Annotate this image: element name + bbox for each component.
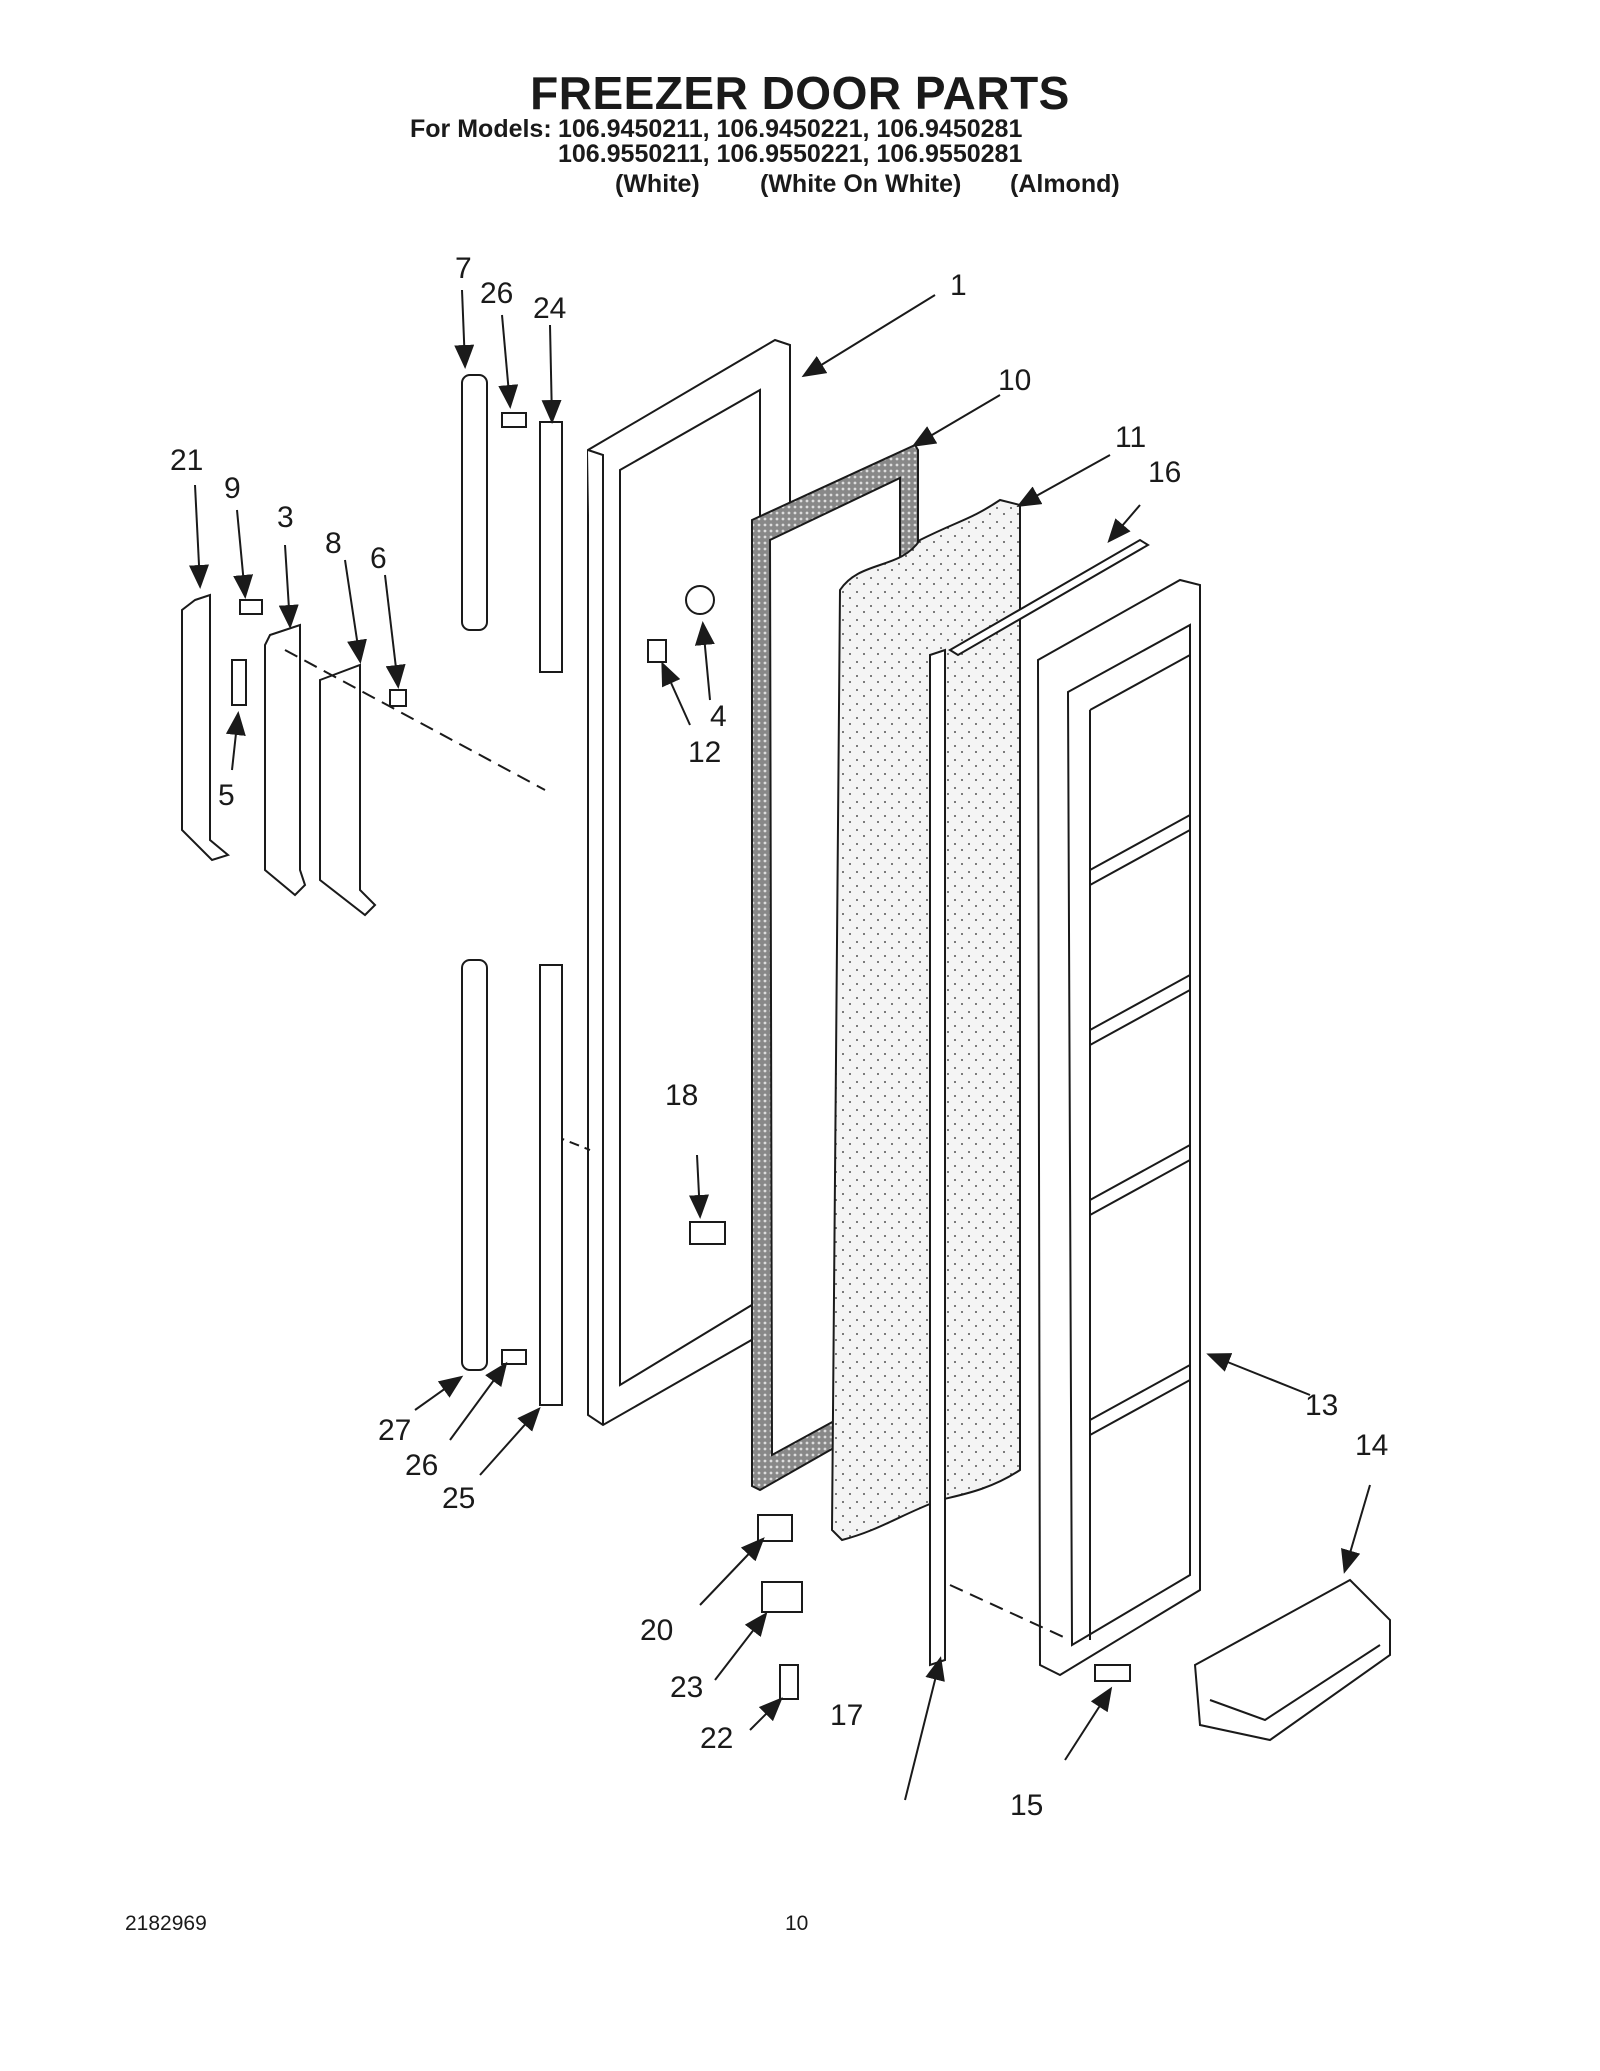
clip-5 (231, 659, 247, 706)
door-liner-trim-top (948, 538, 1150, 657)
callout-4: 4 (710, 700, 727, 733)
callout-23: 21 (170, 444, 203, 477)
plate-6 (389, 689, 407, 707)
callout-22: 23 (670, 1671, 703, 1704)
callout-7: 7 (455, 252, 472, 285)
callout-6: 6 (370, 542, 387, 575)
foam-insulation (830, 498, 1021, 1542)
screw-26-bottom (501, 1349, 527, 1365)
side-rail (929, 648, 946, 1667)
callout-12: 12 (688, 736, 721, 769)
screw-9 (239, 599, 263, 615)
plug-4 (685, 585, 715, 615)
callout-1: 1 (950, 269, 967, 302)
color-almond: (Almond) (1010, 170, 1120, 198)
color-white: (White) (615, 170, 700, 198)
door-bin (1193, 1578, 1391, 1742)
callout-9: 9 (224, 472, 241, 505)
callout-18: 18 (665, 1079, 698, 1112)
screw-15 (1094, 1664, 1131, 1682)
models-row-1: 106.9450211, 106.9450221, 106.9450281 (558, 115, 1023, 143)
hinge-18 (689, 1221, 726, 1245)
handle-23 (181, 593, 231, 862)
document-number: 2182969 (125, 1912, 207, 1935)
bottom-trim-27 (461, 959, 488, 1371)
screw-26-top (501, 412, 527, 428)
models-row-2: 106.9550211, 106.9550221, 106.9550281 (558, 140, 1023, 168)
callout-25: 25 (442, 1482, 475, 1515)
page-number: 10 (785, 1912, 809, 1935)
top-trim-24 (539, 421, 563, 673)
hinge-bracket-22 (761, 1581, 803, 1613)
callout-27: 27 (378, 1414, 411, 1447)
callout-10: 10 (998, 364, 1031, 397)
bottom-trim-25 (539, 964, 563, 1406)
handle-3 (264, 623, 307, 897)
callout-5: 5 (218, 779, 235, 812)
callout-21: 22 (700, 1722, 733, 1755)
callout-3: 3 (277, 501, 294, 534)
callout-14: 14 (1355, 1429, 1388, 1462)
screw-21 (779, 1664, 799, 1700)
callout-26-bottom: 26 (405, 1449, 438, 1482)
callout-16: 16 (1148, 456, 1181, 489)
callout-11: 11 (1115, 421, 1146, 454)
callout-24: 24 (533, 292, 566, 325)
callout-15: 15 (1010, 1789, 1043, 1822)
bracket-12 (647, 639, 667, 663)
callout-13: 13 (1305, 1389, 1338, 1422)
callout-8: 8 (325, 527, 342, 560)
callout-17: 17 (830, 1699, 863, 1732)
page-title: FREEZER DOOR PARTS (530, 67, 1070, 119)
color-white-on-white: (White On White) (760, 170, 962, 198)
door-liner (1036, 578, 1201, 1677)
bushing-20 (757, 1514, 793, 1542)
handle-8 (319, 663, 377, 917)
top-trim-7 (461, 374, 488, 631)
callout-20: 20 (640, 1614, 673, 1647)
callout-26: 26 (480, 277, 513, 310)
models-label: For Models: (410, 115, 552, 143)
outer-door-panel (539, 338, 791, 1427)
